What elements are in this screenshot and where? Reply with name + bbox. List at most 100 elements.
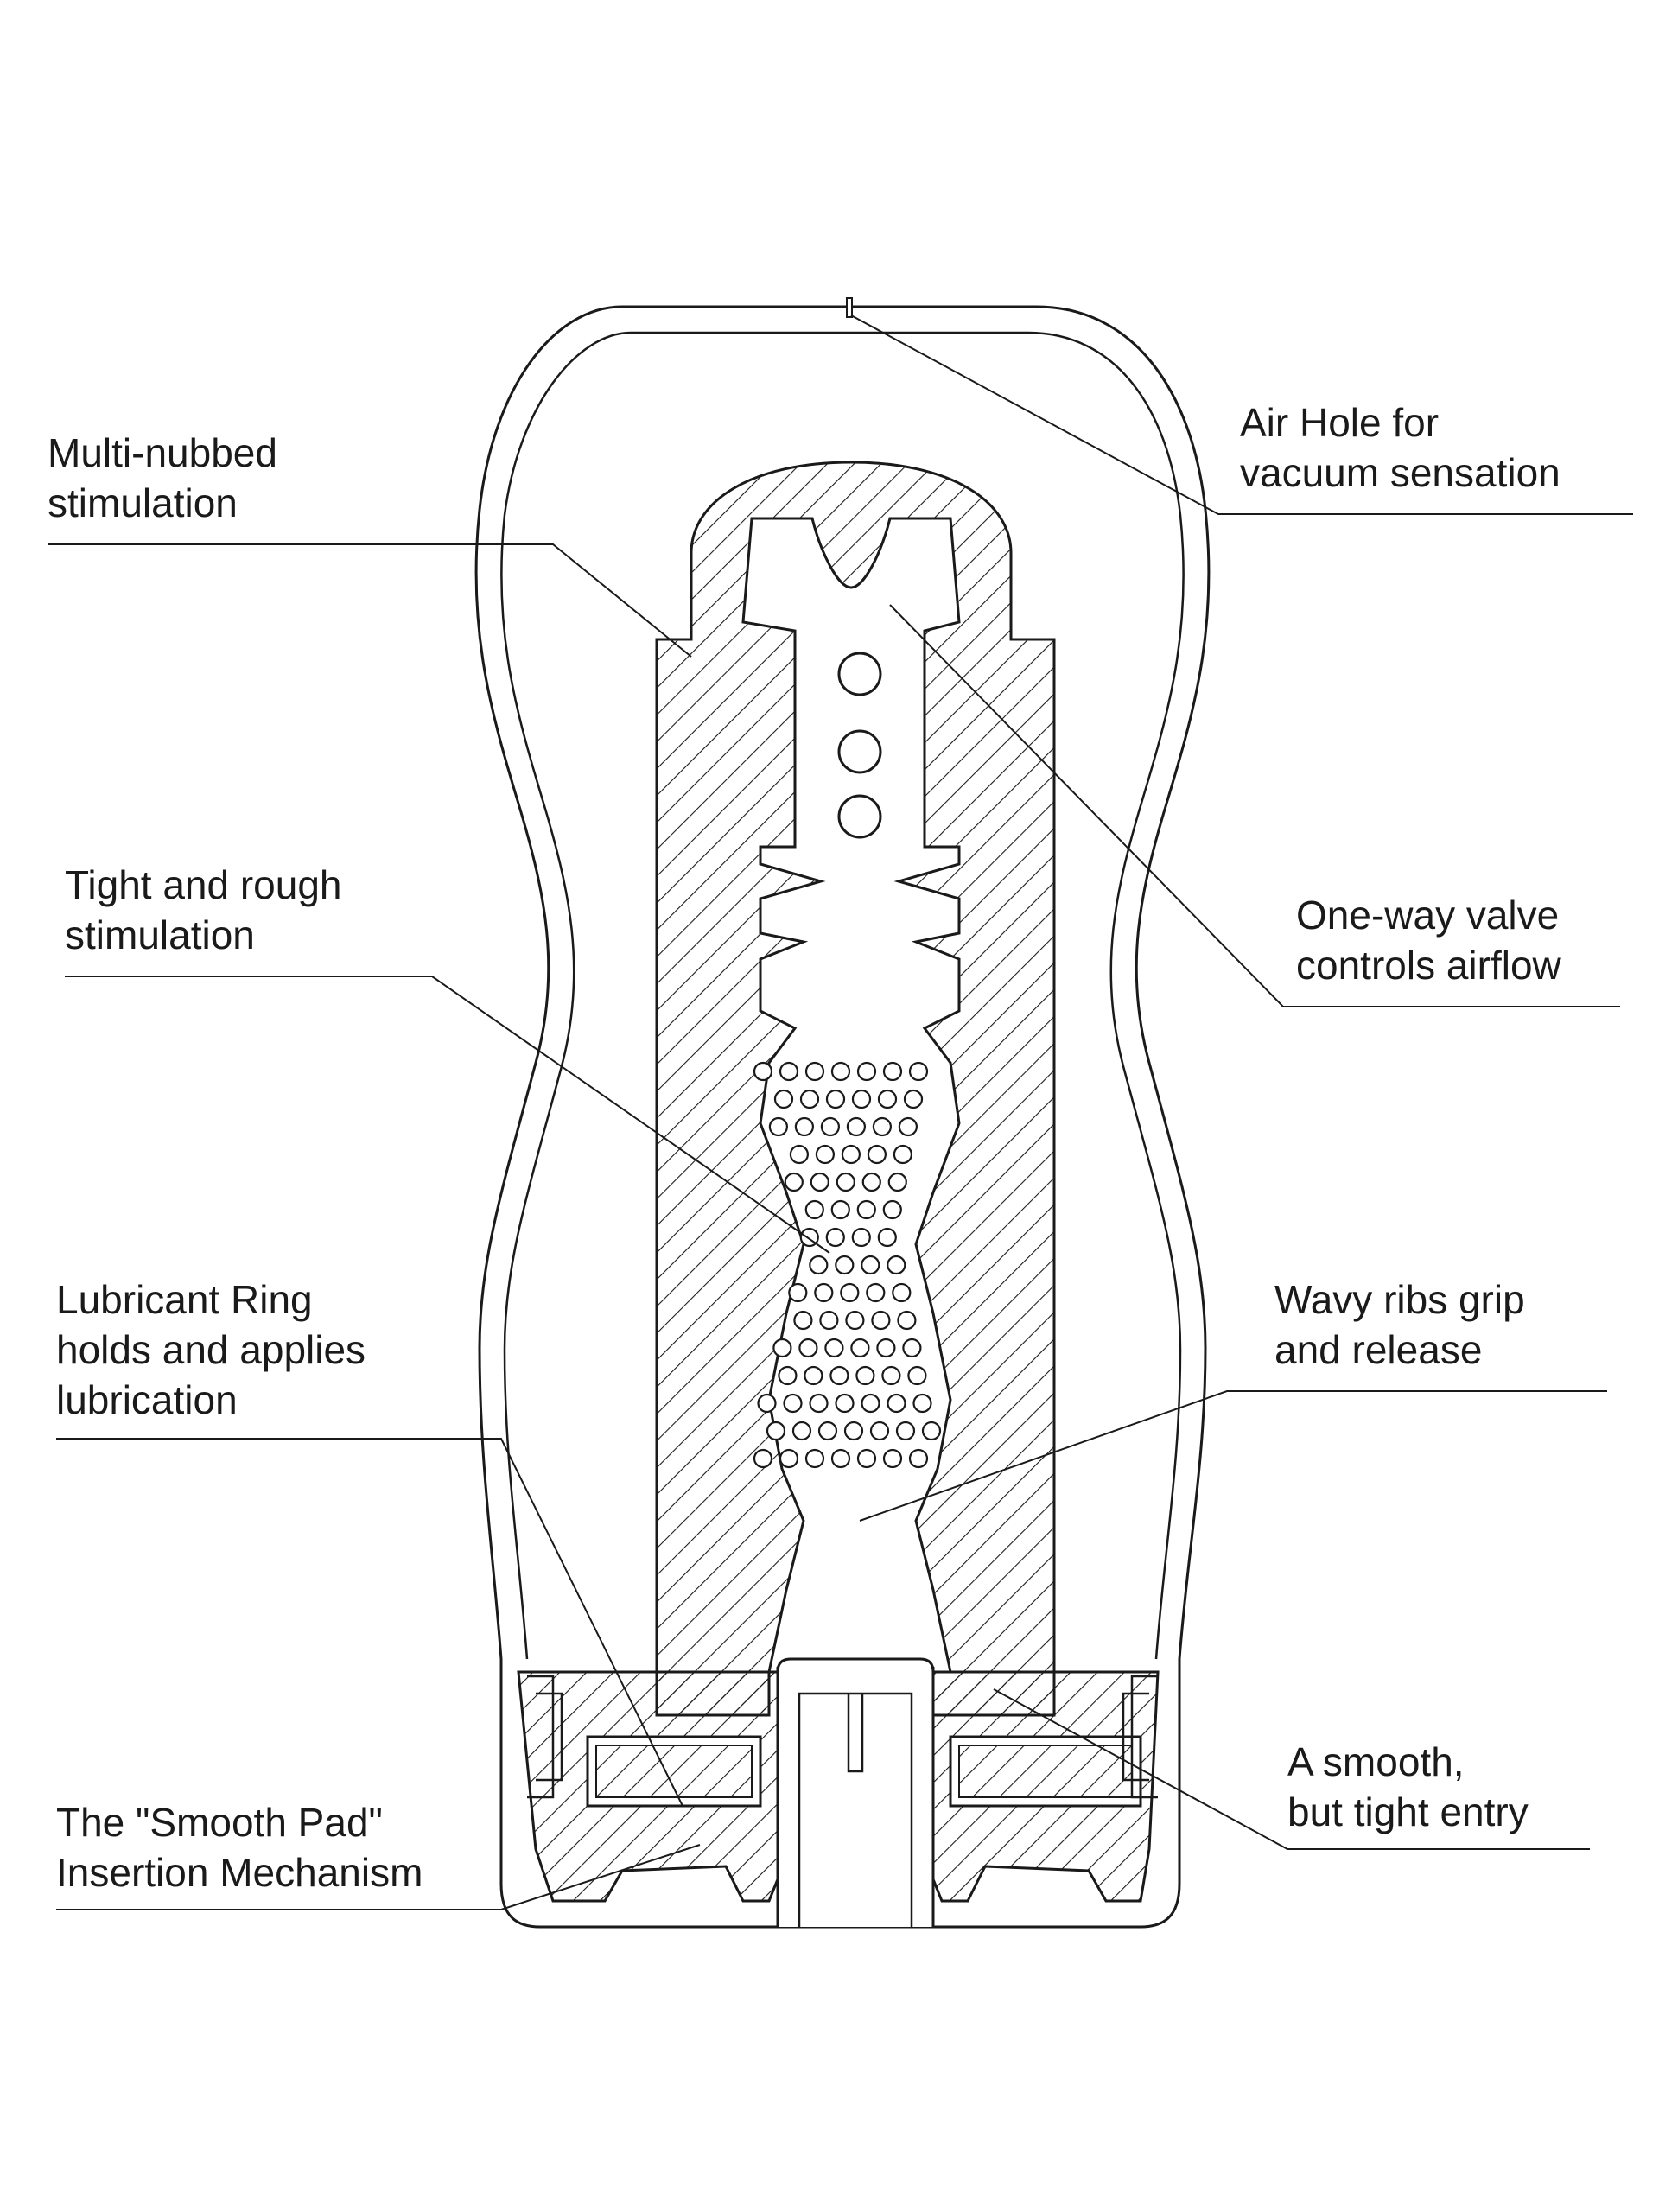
callout-wavy-ribs-line-1: Wavy ribs grip — [1274, 1277, 1525, 1322]
nub-dot — [814, 1282, 834, 1303]
center-post — [776, 1657, 935, 1927]
nub-dot — [840, 1282, 860, 1303]
inner-canal — [741, 517, 961, 1674]
leader-lubricant-ring — [56, 1438, 683, 1807]
nub-dot — [791, 1421, 812, 1441]
leader-wavy-ribs — [859, 1390, 1607, 1522]
callout-lubricant-ring-line-3: lubrication — [56, 1377, 238, 1422]
nub-dot — [809, 1255, 829, 1275]
callout-smooth-entry: A smooth, but tight entry — [1287, 1737, 1529, 1837]
nub-dot — [809, 1393, 829, 1414]
nub-dot — [825, 1227, 845, 1248]
outer-casing — [474, 305, 1211, 1929]
nub-dot — [869, 1421, 890, 1441]
callout-tight-rough-line-1: Tight and rough — [65, 862, 342, 907]
nub-dot — [817, 1421, 838, 1441]
callout-one-way-valve-line-2: controls airflow — [1296, 943, 1561, 988]
nub-dot — [895, 1421, 916, 1441]
nub-dot — [804, 1061, 825, 1082]
nub-dot — [881, 1365, 901, 1386]
nub-dot — [757, 1393, 777, 1414]
callout-lubricant-ring-line-1: Lubricant Ring — [56, 1277, 313, 1322]
leader-tight-rough — [65, 976, 830, 1254]
callout-multi-nubbed: Multi-nubbed stimulation — [48, 428, 277, 528]
callout-air-hole-line-1: Air Hole for — [1240, 400, 1440, 445]
nub-dot — [867, 1144, 887, 1165]
leader-one-way-valve — [889, 604, 1620, 1007]
inner-casing-wall-left — [500, 331, 632, 1660]
nub-dot — [815, 1144, 836, 1165]
callout-lubricant-ring: Lubricant Ring holds and applies lubrica… — [56, 1274, 365, 1425]
nub-dot — [882, 1199, 902, 1220]
nub-dot — [912, 1393, 932, 1414]
callout-smooth-pad: The "Smooth Pad" Insertion Mechanism — [56, 1797, 423, 1897]
nub-dot — [877, 1227, 897, 1248]
nub-dot — [825, 1089, 846, 1109]
nub-dot — [768, 1116, 789, 1137]
nub-dot — [778, 1365, 798, 1386]
nub-dot — [907, 1365, 927, 1386]
leader-smooth-pad — [56, 1844, 701, 1910]
nub-dot — [861, 1393, 880, 1414]
nub-dot — [893, 1144, 913, 1165]
nub-dot — [794, 1116, 815, 1137]
callout-smooth-entry-line-1: A smooth, — [1287, 1739, 1465, 1784]
nub-dot — [804, 1448, 825, 1469]
valve-hole — [837, 794, 882, 839]
leader-lines — [48, 315, 1633, 1910]
nub-dot — [820, 1116, 841, 1137]
nub-dot — [804, 1199, 824, 1220]
nub-dot — [908, 1448, 929, 1469]
nub-dot — [872, 1116, 893, 1137]
nub-dot — [783, 1393, 803, 1414]
nub-dot — [772, 1338, 792, 1358]
nub-dot — [830, 1061, 851, 1082]
nub-dot — [856, 1199, 876, 1220]
nub-dot — [835, 1393, 855, 1414]
nub-dot — [892, 1282, 912, 1303]
leader-multi-nubbed — [48, 543, 692, 658]
nub-dot — [856, 1448, 877, 1469]
callout-one-way-valve: One-way valve controls airflow — [1296, 890, 1561, 990]
leader-smooth-entry — [993, 1688, 1590, 1850]
callout-smooth-pad-line-1: The "Smooth Pad" — [56, 1800, 383, 1845]
nub-dot — [810, 1172, 830, 1192]
nub-dot — [804, 1365, 823, 1386]
nub-dot — [836, 1172, 855, 1192]
nub-dot — [877, 1089, 898, 1109]
inner-casing-wall — [631, 331, 1185, 1660]
nub-dot — [903, 1089, 924, 1109]
nub-dot — [841, 1144, 861, 1165]
nub-dot — [788, 1282, 808, 1303]
nub-dot — [830, 1199, 850, 1220]
nub-dot — [855, 1365, 875, 1386]
nub-dot — [824, 1338, 844, 1358]
callout-tight-rough: Tight and rough stimulation — [65, 860, 342, 960]
nub-dot — [753, 1448, 773, 1469]
nub-dot — [766, 1421, 786, 1441]
nub-dot — [830, 1365, 849, 1386]
leader-air-hole — [850, 315, 1633, 515]
nub-dot — [871, 1310, 891, 1331]
nub-dot — [902, 1338, 922, 1358]
nub-dot — [819, 1310, 839, 1331]
center-slot — [847, 1694, 864, 1773]
nub-dot — [851, 1227, 871, 1248]
callout-tight-rough-line-2: stimulation — [65, 912, 255, 957]
nub-dot — [861, 1255, 880, 1275]
callout-smooth-pad-line-2: Insertion Mechanism — [56, 1850, 423, 1895]
side-clip-left — [527, 1675, 563, 1799]
air-hole — [846, 297, 853, 318]
nub-dot — [789, 1144, 810, 1165]
nub-dot — [846, 1116, 867, 1137]
nub-dot — [835, 1255, 855, 1275]
callout-smooth-entry-line-2: but tight entry — [1287, 1789, 1529, 1834]
callout-lubricant-ring-line-2: holds and applies — [56, 1327, 366, 1372]
nub-dot — [876, 1338, 896, 1358]
nub-dot — [897, 1310, 917, 1331]
callout-wavy-ribs: Wavy ribs grip and release — [1274, 1274, 1525, 1375]
callout-one-way-valve-line-1: One-way valve — [1296, 893, 1560, 938]
nub-dot — [779, 1061, 799, 1082]
callout-air-hole-line-2: vacuum sensation — [1240, 450, 1560, 495]
